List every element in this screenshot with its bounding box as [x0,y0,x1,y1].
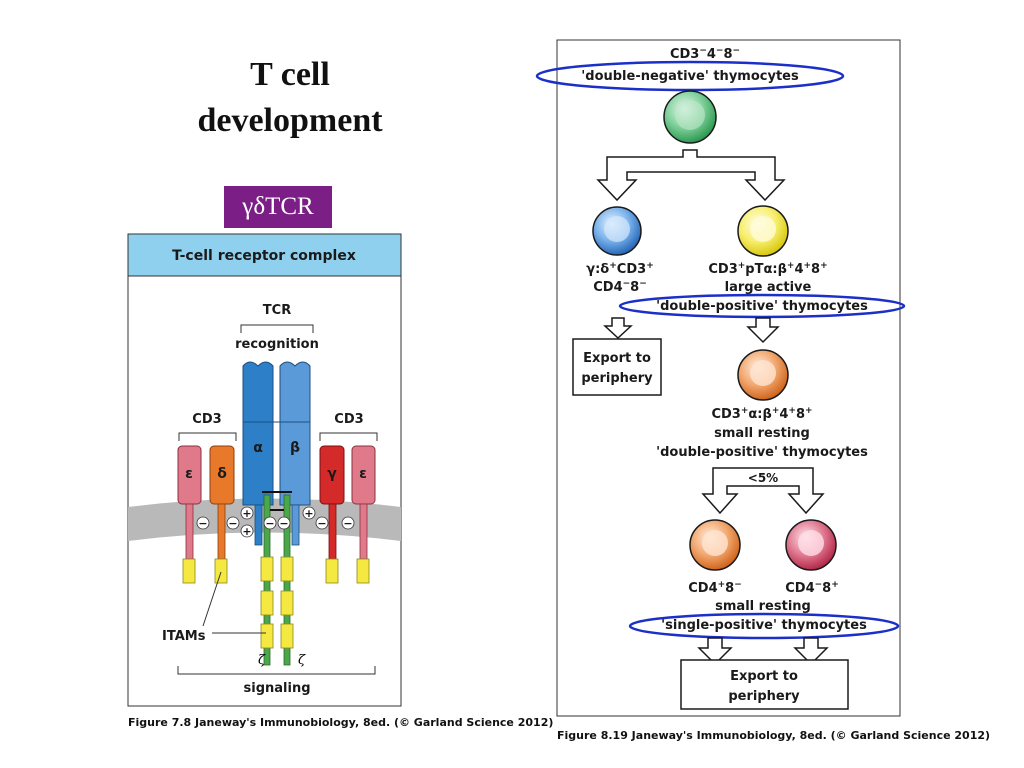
itam [356,558,370,584]
branch-arrow-dn [596,149,786,202]
split-percent-label: <5% [748,471,778,485]
itam [280,556,294,582]
arrow-to-export-left [603,317,633,340]
cd3-left-bracket [178,432,237,441]
cd3-right-label: CD3 [334,412,363,427]
tcr-complex-figure: T-cell receptor complex TCR recognition … [127,233,402,707]
tcr-beta-chain [279,361,311,506]
itam [214,558,228,584]
slide-title-line-2: development [197,102,383,139]
zeta-left-symbol: ζ [258,653,266,668]
alpha-symbol: α [253,440,263,456]
gamma-delta-label-line-2: CD4−8− [593,279,647,295]
minus-charge: − [279,517,288,530]
thymocyte-development-figure: CD3−4−8− 'double-negative' thymocytes γ:… [535,39,906,717]
export-left-box [572,338,662,396]
cd3-left-label: CD3 [192,412,221,427]
cd4-sp-label: CD4+8− [688,580,742,596]
branch-arrow-dp [701,467,825,515]
epsilon-right-symbol: ε [359,466,367,482]
itam [182,558,196,584]
itam [280,623,294,649]
tcr-figure-header-bg [127,233,402,277]
minus-charge: − [343,517,352,530]
gamma-delta-label-line-1: γ:δ+CD3+ [586,261,653,277]
sp-highlight-ellipse [628,612,900,640]
signaling-bracket [177,666,376,675]
sp-label-line-3: 'single-positive' thymocytes [661,618,867,633]
itam [260,623,274,649]
dp-small-label-line-3: 'double-positive' thymocytes [656,445,868,460]
dn-highlight-ellipse [535,60,845,92]
signaling-label: signaling [244,681,311,696]
export-bottom-line-1: Export to [730,669,798,684]
tcr-figure-header: T-cell receptor complex [172,248,356,264]
export-bottom-line-2: periphery [728,689,800,704]
beta-symbol: β [290,440,300,456]
export-left-line-1: Export to [583,351,651,366]
gamma-symbol: γ [327,466,337,482]
itams-label: ITAMs [162,629,206,644]
minus-charge: − [228,517,237,530]
itam [325,558,339,584]
dp-large-label-line-3: 'double-positive' thymocytes [656,299,868,314]
dp-large-highlight-ellipse [618,293,906,319]
itam [260,556,274,582]
plus-charge: + [242,525,251,538]
itams-pointer [202,571,222,627]
tcr-label: TCR [263,303,291,318]
arrow-to-export-bottom-left [697,637,733,666]
cd3-right-bracket [319,432,378,441]
development-figure-caption: Figure 8.19 Janeway's Immunobiology, 8ed… [557,729,991,742]
dp-large-label-line-1: CD3+pTα:β+4+8+ [708,261,827,277]
membrane-charges: − − + + − − + − − [196,506,355,538]
dp-large-label-line-2: large active [725,280,812,295]
dn-caption: 'double-negative' thymocytes [581,69,799,84]
tcr-figure-caption: Figure 7.8 Janeway's Immunobiology, 8ed.… [128,716,554,729]
plus-charge: + [304,507,313,520]
slide-title-line-1: T cell [250,56,330,93]
export-left-line-2: periphery [581,371,653,386]
itam [280,590,294,616]
arrow-to-dp-small [746,317,780,344]
dn-phenotype-label: CD3−4−8− [670,46,740,62]
minus-charge: − [198,517,207,530]
itam [260,590,274,616]
zeta-right-symbol: ζ [298,653,306,668]
sp-label-line-2: small resting [715,599,811,614]
minus-charge: − [265,517,274,530]
epsilon-left-symbol: ε [185,466,193,482]
arrow-to-export-bottom-right [793,637,829,666]
export-bottom-box [680,659,849,710]
delta-symbol: δ [217,466,227,482]
slide-title: T cell development [150,52,430,144]
recognition-label: recognition [235,337,319,352]
tcr-bracket [240,324,314,333]
plus-charge: + [242,507,251,520]
dp-small-label-line-1: CD3+α:β+4+8+ [711,406,812,422]
tcr-alpha-chain [242,361,274,506]
cd8-sp-label: CD4−8+ [785,580,839,596]
gamma-delta-tcr-badge: γδTCR [224,186,332,228]
minus-charge: − [317,517,326,530]
dp-small-label-line-2: small resting [714,426,810,441]
